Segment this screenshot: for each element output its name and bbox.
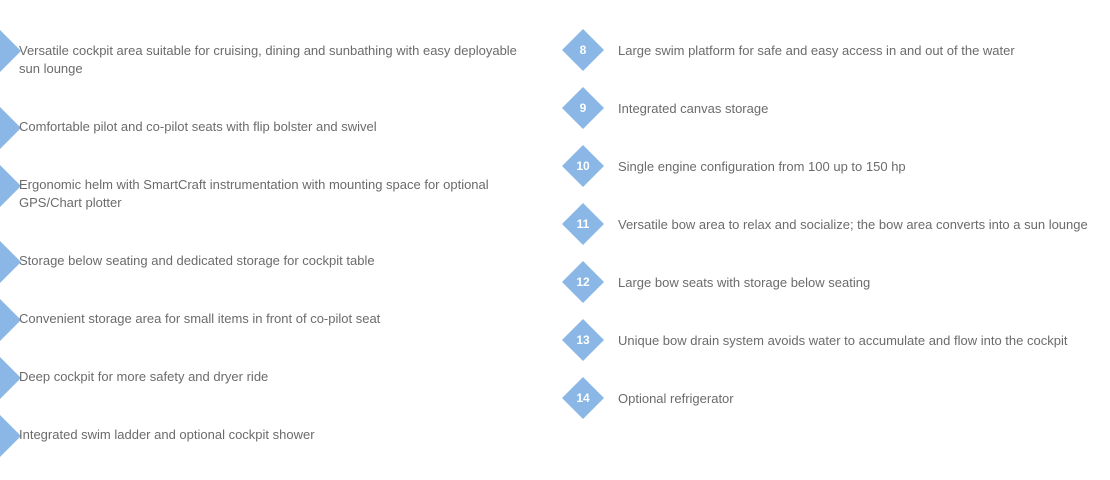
feature-marker: 12 xyxy=(562,261,604,303)
diamond-icon xyxy=(0,357,21,399)
feature-marker: 9 xyxy=(562,87,604,129)
feature-number: 9 xyxy=(579,101,587,115)
diamond-icon xyxy=(562,261,604,303)
feature-number: 14 xyxy=(576,391,590,405)
feature-text: Single engine configuration from 100 up … xyxy=(618,159,906,174)
diamond-icon xyxy=(562,377,604,419)
feature-number: 12 xyxy=(576,275,590,289)
feature-marker xyxy=(0,415,21,457)
diamond-icon xyxy=(0,107,21,149)
feature-text: Unique bow drain system avoids water to … xyxy=(618,333,1068,348)
feature-text: Integrated swim ladder and optional cock… xyxy=(19,427,315,442)
feature-number: 10 xyxy=(576,159,590,173)
feature-text: Ergonomic helm with SmartCraft instrumen… xyxy=(19,177,489,210)
feature-number: 13 xyxy=(576,333,590,347)
diamond-icon xyxy=(562,203,604,245)
feature-text: Convenient storage area for small items … xyxy=(19,311,381,326)
feature-text: Integrated canvas storage xyxy=(618,101,769,116)
feature-text: Deep cockpit for more safety and dryer r… xyxy=(19,369,269,384)
diamond-icon xyxy=(0,30,21,72)
feature-text: Optional refrigerator xyxy=(618,391,734,406)
diamond-icon xyxy=(0,299,21,341)
feature-number: 11 xyxy=(576,217,590,231)
diamond-icon xyxy=(0,165,21,207)
feature-marker xyxy=(0,107,21,149)
feature-marker: 8 xyxy=(562,29,604,71)
feature-text: Versatile cockpit area suitable for crui… xyxy=(19,43,517,76)
feature-marker xyxy=(0,165,21,207)
feature-marker: 11 xyxy=(562,203,604,245)
feature-marker xyxy=(0,30,21,72)
diamond-icon xyxy=(0,415,21,457)
feature-marker xyxy=(0,241,21,283)
diamond-icon xyxy=(562,29,604,71)
diamond-icon xyxy=(562,87,604,129)
feature-marker: 13 xyxy=(562,319,604,361)
diamond-icon xyxy=(0,241,21,283)
feature-text: Large swim platform for safe and easy ac… xyxy=(618,43,1015,58)
diamond-icon xyxy=(562,145,604,187)
feature-text: Versatile bow area to relax and socializ… xyxy=(618,217,1088,232)
feature-text: Storage below seating and dedicated stor… xyxy=(19,253,375,268)
feature-text: Large bow seats with storage below seati… xyxy=(618,275,871,290)
feature-marker xyxy=(0,357,21,399)
feature-text: Comfortable pilot and co-pilot seats wit… xyxy=(19,119,377,134)
feature-marker: 10 xyxy=(562,145,604,187)
feature-marker xyxy=(0,299,21,341)
feature-number: 8 xyxy=(579,43,587,57)
feature-marker: 14 xyxy=(562,377,604,419)
diamond-icon xyxy=(562,319,604,361)
